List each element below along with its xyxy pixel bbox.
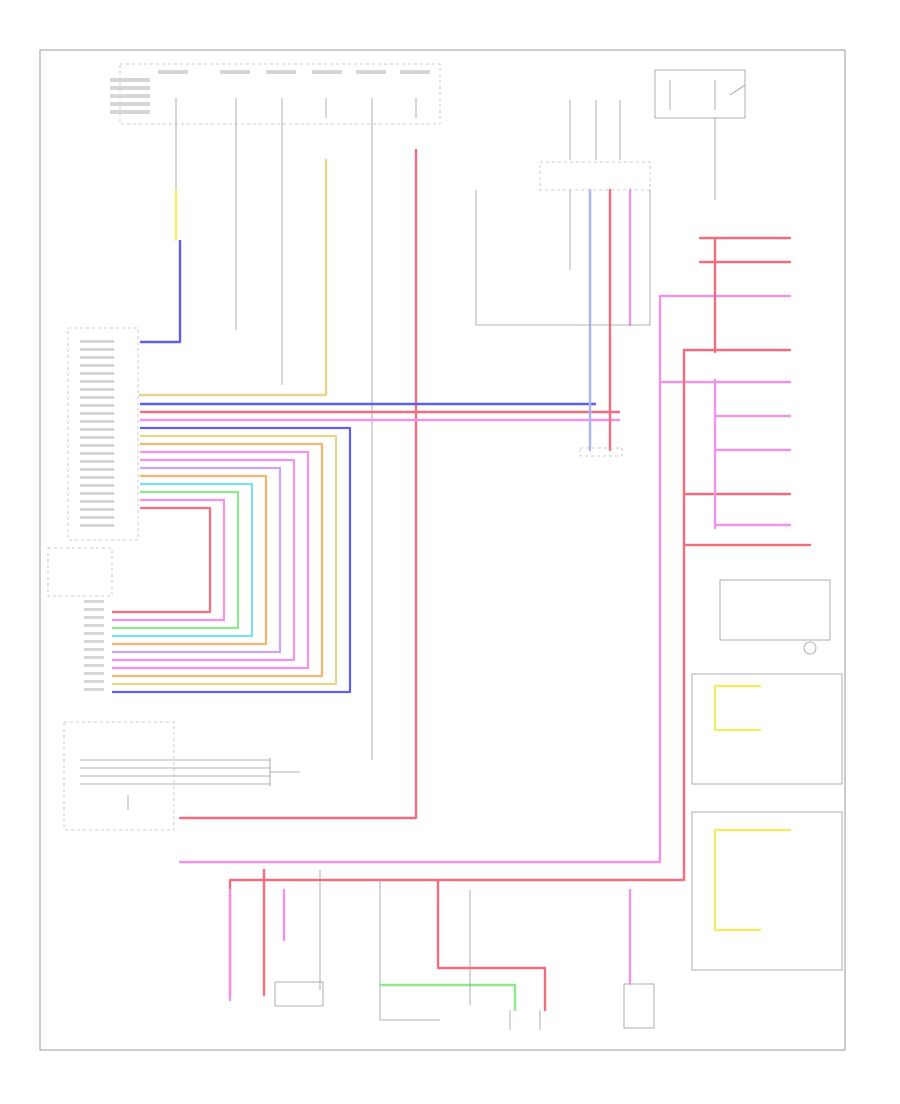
main-pin-label-11	[80, 420, 114, 423]
main-pin-label-23	[80, 516, 114, 519]
bundle-loop-7	[112, 474, 268, 646]
module-middle	[691, 673, 843, 785]
main-pin-label-2	[80, 348, 114, 351]
control-unit-outline	[67, 327, 139, 541]
secondary-unit-header	[47, 547, 113, 597]
relay-top-right	[654, 69, 746, 200]
main-pin-label-8	[80, 396, 114, 399]
right-modules	[691, 579, 843, 971]
main-pin-label-15	[80, 452, 114, 455]
bundle-loop-11	[112, 506, 212, 614]
bottom-grounds	[509, 1010, 541, 1030]
bundle-loop-4	[112, 450, 310, 670]
control-unit-pins	[80, 340, 114, 527]
module-lower-yellow	[713, 828, 792, 932]
branch-main-pink	[178, 294, 662, 864]
main-pin-label-3	[80, 356, 114, 359]
main-pin-label-9	[80, 404, 114, 407]
bundle-loop-10	[112, 498, 226, 622]
main-pin-label-4	[80, 364, 114, 367]
secondary-unit-pins	[84, 600, 104, 691]
secondary-pin-label-9	[84, 664, 104, 667]
lower-unit-bus	[80, 759, 270, 785]
bundle-loop-2	[112, 434, 338, 686]
bottom-connector	[623, 983, 655, 1029]
secondary-pin-label-7	[84, 648, 104, 651]
main-pin-label-14	[80, 444, 114, 447]
bottom-switch-box	[274, 981, 324, 1007]
secondary-pin-label-4	[84, 624, 104, 627]
main-pin-label-16	[80, 460, 114, 463]
main-pin-label-12	[80, 428, 114, 431]
relay-coil-contacts	[669, 80, 746, 110]
secondary-pin-label-3	[84, 616, 104, 619]
main-pin-label-5	[80, 372, 114, 375]
junction-connector	[475, 100, 651, 457]
secondary-pin-label-6	[84, 640, 104, 643]
main-pin-label-18	[80, 476, 114, 479]
secondary-pin-label-10	[84, 672, 104, 675]
main-pin-label-22	[80, 508, 114, 511]
junction-connector-outline	[539, 161, 651, 191]
main-pin-label-24	[80, 524, 114, 527]
control-unit-lower	[63, 721, 300, 831]
bundle-loop-9	[112, 490, 240, 630]
bundle-loop-1	[112, 426, 352, 694]
fuse-text-blocks	[110, 70, 430, 114]
bottom-line-2	[379, 880, 440, 1021]
diagram-border	[39, 49, 846, 1051]
main-pin-label-21	[80, 500, 114, 503]
bundle-loop-5	[112, 458, 296, 662]
junction-loop	[475, 190, 651, 326]
bundle-loop-3	[112, 442, 324, 678]
fuse-symbols	[175, 98, 417, 118]
fuse-block-outline	[119, 63, 441, 125]
right-branches	[178, 236, 812, 997]
junction-ground-box	[579, 447, 623, 457]
bottom-red-2	[436, 878, 547, 1012]
control-unit-main	[67, 327, 139, 541]
relay-box	[654, 69, 746, 119]
bottom-components	[228, 868, 655, 1030]
secondary-pin-label-12	[84, 688, 104, 691]
wire-source-4-tan	[138, 158, 328, 397]
bundle-loop-8	[112, 482, 254, 638]
control-unit-secondary	[47, 547, 113, 597]
wire-bundle	[112, 240, 620, 694]
main-pin-label-6	[80, 380, 114, 383]
bundle-blue-up	[140, 240, 182, 344]
secondary-pin-label-11	[84, 680, 104, 683]
fuse-block-top	[110, 63, 441, 125]
junction-feed-lines	[569, 100, 621, 160]
main-pin-label-10	[80, 412, 114, 415]
main-pin-label-1	[80, 340, 114, 343]
secondary-pin-label-5	[84, 632, 104, 635]
module-upper	[719, 579, 831, 641]
module-lower	[691, 811, 843, 971]
module-ground	[803, 641, 817, 655]
main-pin-label-19	[80, 484, 114, 487]
secondary-pin-label-8	[84, 656, 104, 659]
secondary-pin-label-2	[84, 608, 104, 611]
wire-source-6-red	[178, 148, 418, 820]
bottom-green	[378, 983, 517, 1012]
lower-unit-splice	[269, 758, 300, 786]
main-pin-label-20	[80, 492, 114, 495]
module-middle-yellow	[713, 684, 762, 732]
main-pin-label-17	[80, 468, 114, 471]
secondary-pin-label-1	[84, 600, 104, 603]
branch-main-red	[228, 348, 686, 997]
source-wires	[138, 118, 418, 820]
main-pin-label-13	[80, 436, 114, 439]
bundle-loop-6	[112, 466, 282, 654]
main-pin-label-7	[80, 388, 114, 391]
